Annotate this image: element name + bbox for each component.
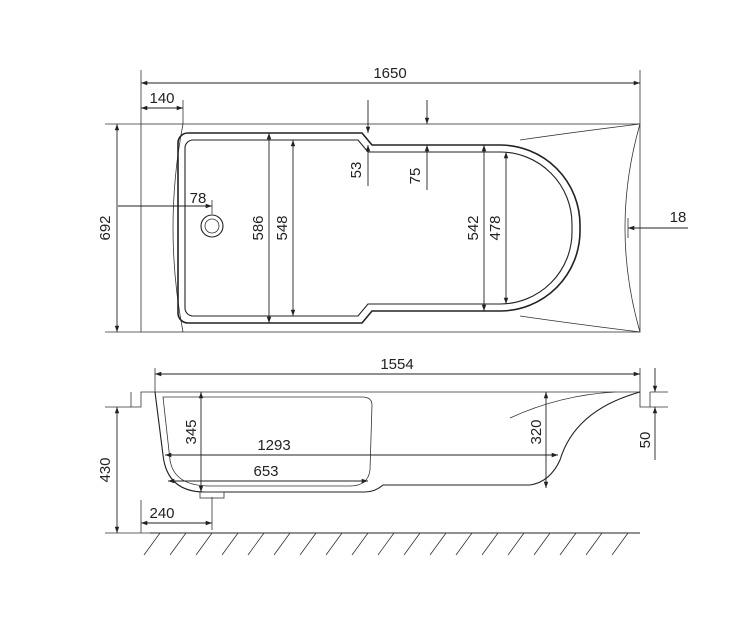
dim-label-542: 542 (465, 215, 482, 240)
dim-label-653: 653 (253, 463, 278, 480)
hatch-line (429, 532, 447, 556)
hatch-line (559, 532, 577, 556)
right-rim-curve-outer (519, 123, 641, 333)
dim-label-692: 692 (97, 215, 114, 240)
dim-label-240: 240 (149, 505, 174, 522)
hatch-line (273, 532, 291, 556)
dim-label-140: 140 (149, 90, 174, 107)
dim-label-78: 78 (190, 190, 207, 207)
dim-label-320: 320 (528, 419, 545, 444)
dim-label-18: 18 (670, 209, 687, 226)
floor-hatching (143, 532, 629, 556)
tub-rim-side (130, 391, 651, 408)
right-rim-curve-inner (624, 123, 641, 333)
dim-label-50: 50 (637, 432, 654, 449)
dim-label-586: 586 (250, 215, 267, 240)
hatch-line (507, 532, 525, 556)
dim-label-75: 75 (407, 168, 424, 185)
inner-basin-inner (184, 139, 573, 317)
hatch-line (533, 532, 551, 556)
top-view: 1650 140 692 78 586 548 53 75 542 4 (97, 65, 688, 333)
dim-label-1293: 1293 (257, 437, 290, 454)
hatch-line (143, 532, 161, 556)
hatch-line (455, 532, 473, 556)
dim-label-478: 478 (487, 215, 504, 240)
side-view: 1554 345 1293 653 320 240 430 50 (97, 356, 668, 556)
inner-basin-outer (177, 132, 581, 324)
dim-label-548: 548 (274, 215, 291, 240)
hatch-line (247, 532, 265, 556)
drain-outer-circle (200, 214, 224, 238)
dim-label-430: 430 (97, 457, 114, 482)
back-rest-curve (509, 391, 616, 419)
hatch-line (299, 532, 317, 556)
dim-label-1650: 1650 (373, 65, 406, 82)
tub-body-outer (154, 391, 641, 493)
dim-label-53: 53 (348, 162, 365, 179)
hatch-line (611, 532, 629, 556)
dim-label-1554: 1554 (380, 356, 413, 373)
hatch-line (221, 532, 239, 556)
hatch-line (377, 532, 395, 556)
tub-outline-top (140, 123, 641, 333)
hatch-line (481, 532, 499, 556)
hatch-line (403, 532, 421, 556)
hatch-line (351, 532, 369, 556)
hatch-line (325, 532, 343, 556)
hatch-line (585, 532, 603, 556)
dim-label-345: 345 (183, 419, 200, 444)
drain-inner-circle (204, 218, 220, 234)
hatch-line (195, 532, 213, 556)
hatch-line (169, 532, 187, 556)
